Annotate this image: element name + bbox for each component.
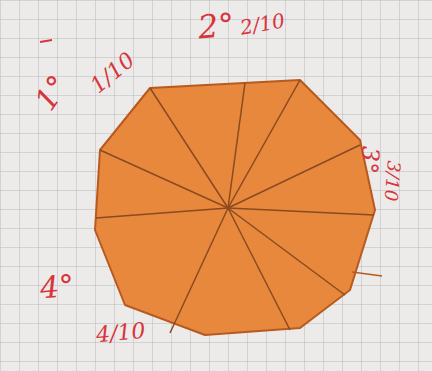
ordinal-label: 4° [39, 271, 76, 304]
fraction-label: 3/10 [381, 160, 402, 202]
ordinal-label: 3° [356, 145, 382, 174]
ordinal-label: 2° [197, 8, 236, 43]
fraction-label: 4/10 [95, 320, 146, 346]
